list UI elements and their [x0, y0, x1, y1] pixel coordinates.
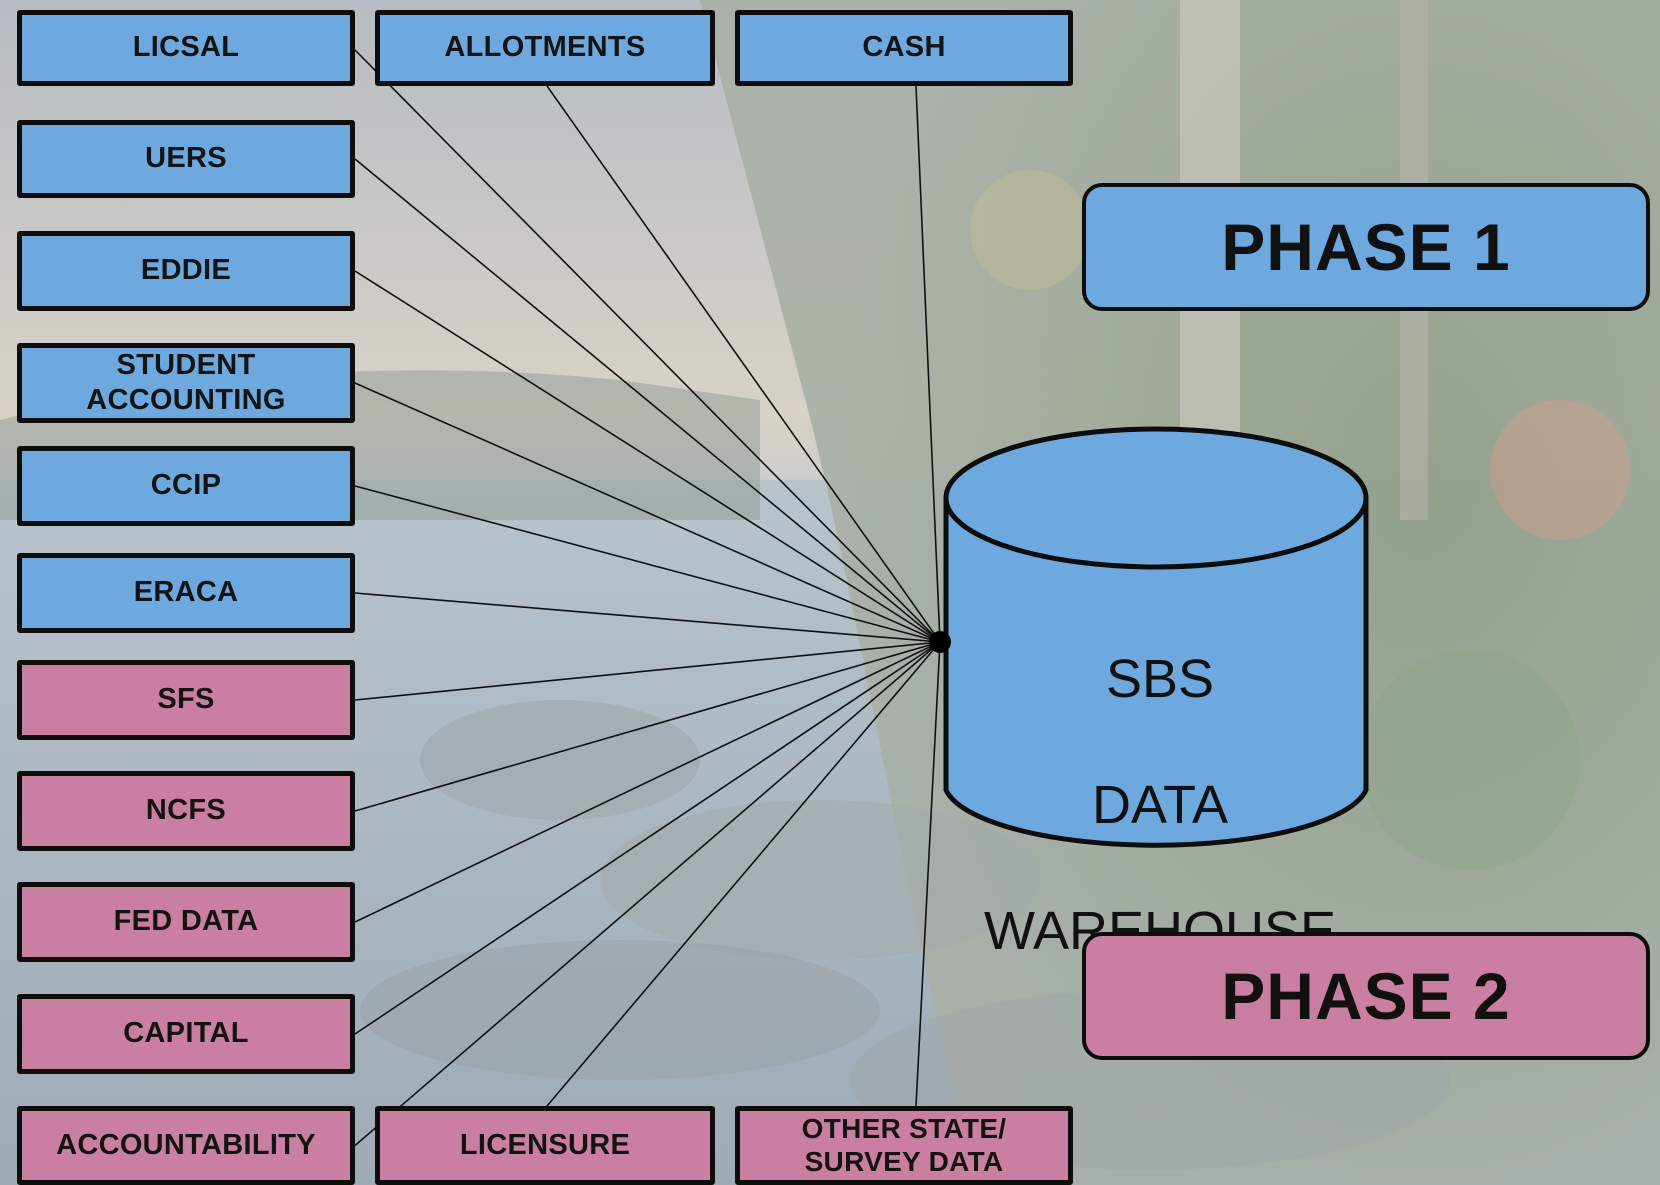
- source-uers: UERS: [17, 120, 355, 198]
- warehouse-label-line1: SBS: [1105, 649, 1215, 709]
- source-licensure: LICENSURE: [375, 1106, 715, 1185]
- source-eddie: EDDIE: [17, 231, 355, 311]
- connector-hub: [929, 631, 951, 653]
- legend-phase-1: PHASE 1: [1082, 183, 1650, 311]
- source-accountability: ACCOUNTABILITY: [17, 1106, 355, 1185]
- source-allotments: ALLOTMENTS: [375, 10, 715, 86]
- legend-phase-2: PHASE 2: [1082, 932, 1650, 1060]
- source-licsal: LICSAL: [17, 10, 355, 86]
- source-other-state-survey-data: OTHER STATE/ SURVEY DATA: [735, 1106, 1073, 1185]
- source-sfs: SFS: [17, 660, 355, 740]
- warehouse-label-line2: DATA: [1091, 775, 1228, 835]
- source-student-accounting: STUDENT ACCOUNTING: [17, 343, 355, 423]
- source-eraca: ERACA: [17, 553, 355, 633]
- source-ccip: CCIP: [17, 446, 355, 526]
- source-capital: CAPITAL: [17, 994, 355, 1074]
- source-ncfs: NCFS: [17, 771, 355, 851]
- source-cash: CASH: [735, 10, 1073, 86]
- source-fed-data: FED DATA: [17, 882, 355, 962]
